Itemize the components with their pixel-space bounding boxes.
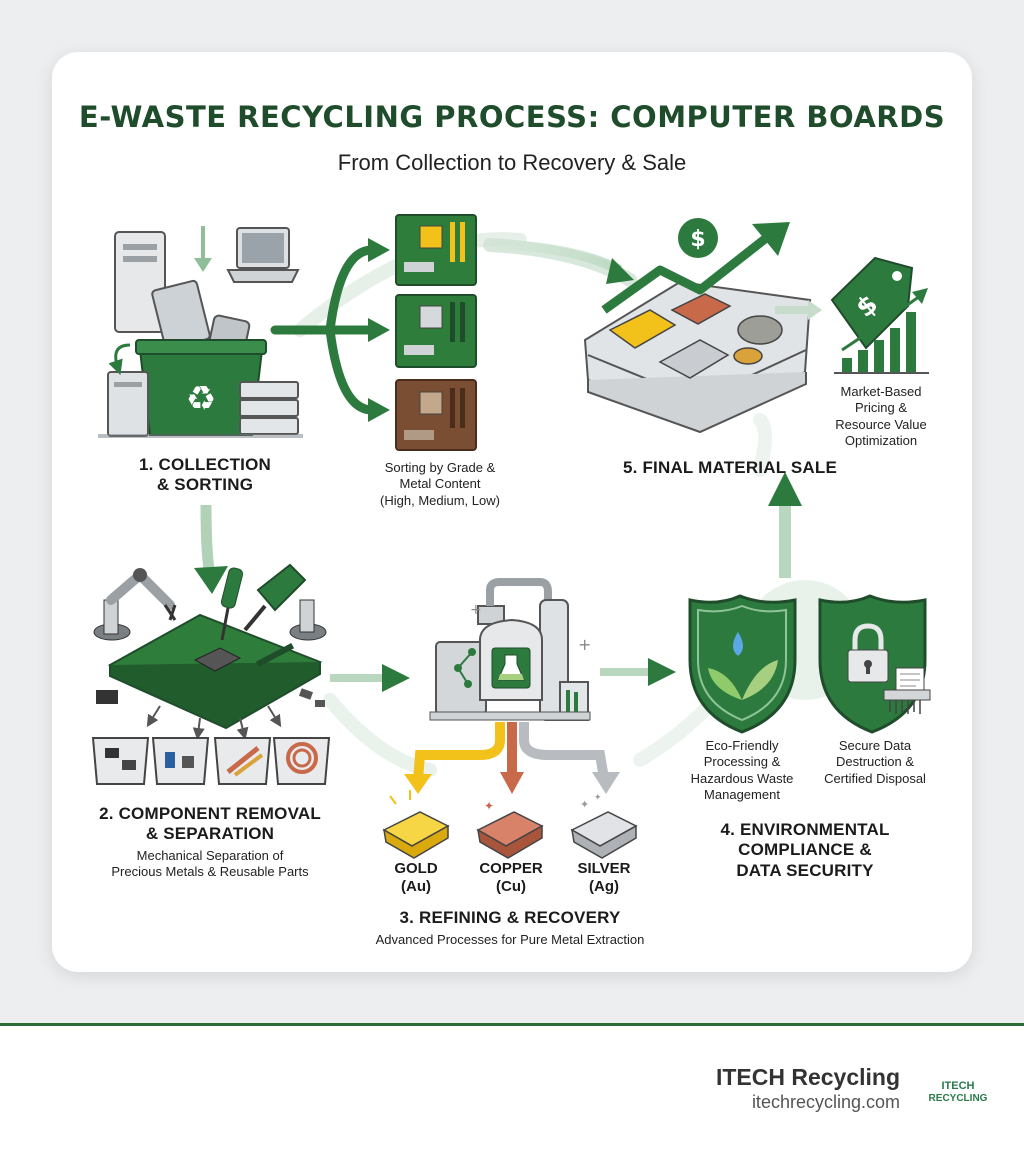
pcb-grade-medium [396,295,476,367]
silver-ingot-icon: ✦ ✦ [572,793,636,858]
robotic-arm-icon [94,568,175,640]
ore-rock-icon [738,316,782,344]
refining-note: Advanced Processes for Pure Metal Extrac… [340,932,680,948]
data-note: Secure Data Destruction & Certified Disp… [810,738,940,787]
wire-coil-icon [734,348,762,364]
removal-note: Mechanical Separation of Precious Metals… [80,848,340,881]
material-sale-illustration: $ [585,218,810,432]
recycle-symbol-icon: ♻ [186,379,216,419]
gold-label: GOLD (Au) [376,860,456,896]
copper-ingot-icon: ✦ [478,799,542,858]
sorting-note: Sorting by Grade & Metal Content (High, … [360,460,520,509]
step-3-title: 3. REFINING & RECOVERY [340,908,680,928]
svg-text:+: + [470,602,482,618]
logo-text-line2: RECYCLING [918,1093,998,1104]
component-removal-illustration [93,565,329,784]
sorted-parts-bins [93,738,329,784]
refinery-illustration: + + [404,582,620,794]
svg-text:✦: ✦ [484,799,494,813]
power-drill-icon [245,565,326,640]
silver-output-pipe [524,722,604,778]
data-security-shield-icon [820,596,930,732]
step-4-title: 4. ENVIRONMENTAL COMPLIANCE & DATA SECUR… [690,820,920,881]
svg-text:+: + [578,635,591,654]
step-1-title: 1. COLLECTION & SORTING [110,455,300,496]
copper-label: COPPER (Cu) [466,860,556,896]
logo-text-line1: ITECH [918,1080,998,1092]
laptop-icon [228,228,298,282]
chip-icon [96,690,118,704]
eco-note: Eco-Friendly Processing & Hazardous Wast… [672,738,812,803]
server-stack-icon [240,382,298,434]
brand-name: ITECH Recycling [716,1064,900,1091]
svg-text:✦: ✦ [594,793,602,803]
dollar-coin-symbol: $ [690,227,705,252]
page-title: E-WASTE RECYCLING PROCESS: COMPUTER BOAR… [0,100,1024,134]
pcb-grade-high [396,215,476,285]
silver-label: SILVER (Ag) [564,860,644,896]
flow-arrow-1-2 [206,505,210,575]
pcb-grade-low [396,380,476,450]
market-pricing-illustration: $ [832,258,929,374]
step-5-title: 5. FINAL MATERIAL SALE [580,458,880,478]
gold-ingot-icon [384,790,448,858]
page-subtitle: From Collection to Recovery & Sale [0,150,1024,176]
svg-text:✦: ✦ [580,798,589,811]
step-2-title: 2. COMPONENT REMOVAL & SEPARATION [70,804,350,845]
market-note: Market-Based Pricing & Resource Value Op… [818,384,944,449]
brand-url[interactable]: itechrecycling.com [752,1092,900,1113]
